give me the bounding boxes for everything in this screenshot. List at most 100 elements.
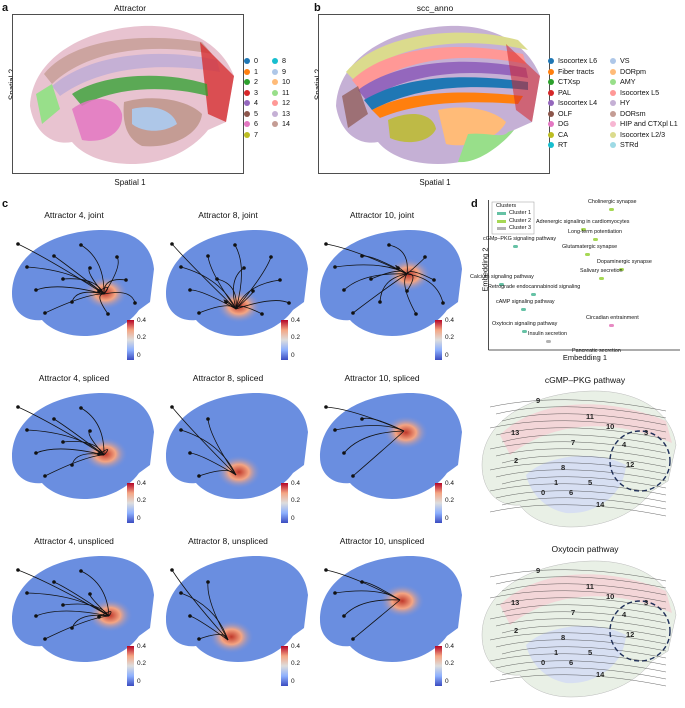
panel-c-label: c	[2, 198, 9, 210]
velocity-map	[12, 229, 154, 336]
legend-swatch	[272, 58, 278, 65]
legend-swatch	[272, 89, 278, 96]
pathway-streamline	[501, 583, 667, 596]
cluster-number-label: 1	[554, 478, 558, 487]
velocity-streamline	[352, 599, 401, 640]
streamline-arrowhead	[251, 289, 255, 293]
colorbar-tick: 0.4	[291, 480, 301, 487]
streamline-arrowhead	[342, 451, 346, 455]
cluster-number-label: 0	[541, 488, 545, 497]
colorbar-tick: 0.4	[291, 643, 301, 650]
legend-swatch	[548, 89, 554, 96]
legend-item: 10	[272, 77, 290, 88]
velocity-streamline	[53, 581, 110, 617]
streamline-arrowhead	[43, 474, 47, 478]
pathway-point	[581, 228, 587, 231]
cluster-number-label: 2	[514, 456, 518, 465]
pathway-streamline	[501, 455, 667, 468]
velocity-streamline	[352, 273, 408, 314]
colorbar-tick: 0.2	[137, 334, 147, 341]
velocity-streamline	[35, 448, 105, 456]
streamline-arrowhead	[242, 266, 246, 270]
colorbar-tick: 0	[291, 515, 295, 522]
legend-item: 13	[272, 109, 290, 120]
legend-swatch	[272, 121, 278, 128]
velocity-streamline	[207, 255, 237, 310]
streamline-arrowhead	[124, 278, 128, 282]
legend-item: 12	[272, 98, 290, 109]
cluster-number-label: 11	[586, 582, 594, 591]
pathway-streamline	[495, 597, 667, 610]
pathway-streamline	[495, 660, 667, 673]
panel-d-map1-title: cGMP–PKG pathway	[544, 375, 626, 385]
legend-label: 13	[282, 108, 290, 118]
colorbar-tick: 0	[291, 678, 295, 685]
legend-item: CA	[548, 130, 597, 141]
pathway-streamline	[489, 399, 667, 412]
legend-item: Isocortex L2/3	[610, 130, 678, 141]
cluster-number-label: 5	[588, 478, 592, 487]
legend-swatch	[610, 131, 616, 138]
colorbar-tick: 0.4	[137, 317, 147, 324]
legend-swatch	[244, 89, 250, 96]
pathway-streamline	[489, 441, 667, 454]
legend-swatch	[548, 131, 554, 138]
streamline-arrowhead	[188, 614, 192, 618]
streamline-arrowhead	[206, 254, 210, 258]
pathway-label: cAMP signaling pathway	[496, 299, 555, 305]
colorbar-tick: 0	[445, 678, 449, 685]
streamline-arrowhead	[188, 451, 192, 455]
legend-label: CA	[558, 129, 568, 139]
streamline-arrowhead	[97, 615, 101, 619]
cluster-number-label: 8	[561, 633, 565, 642]
streamline-arrowhead	[106, 312, 110, 316]
pathway-label: Dopaminergic synapse	[597, 259, 652, 265]
attractor-hotspot	[320, 392, 462, 499]
streamline-arrowhead	[79, 243, 83, 247]
legend-label: Fiber tracts	[558, 66, 594, 76]
attractor-hotspot	[166, 555, 308, 662]
velocity-streamline	[62, 278, 105, 295]
pathway-label: Retrograde endocannabinoid signaling	[488, 284, 581, 290]
highlight-ellipse	[609, 430, 671, 492]
legend-swatch	[610, 68, 616, 75]
cluster-number-label: 5	[588, 648, 592, 657]
cluster-number-label: 14	[596, 500, 605, 509]
cluster-swatch	[497, 219, 506, 223]
velocity-streamline	[17, 569, 110, 617]
legend-label: 14	[282, 119, 290, 128]
velocity-map	[12, 555, 154, 662]
cluster-number-label: 8	[561, 463, 565, 472]
legend-swatch	[610, 121, 616, 128]
pathway-label: cGMp–PKG signaling pathway	[483, 236, 557, 242]
velocity-streamline	[234, 244, 242, 310]
streamline-arrowhead	[333, 591, 337, 595]
pathway-point	[608, 208, 614, 211]
pathway-streamline	[489, 611, 667, 624]
legend-label: 3	[254, 87, 258, 97]
legend-swatch	[272, 100, 278, 107]
legend-label: 2	[254, 77, 258, 86]
cluster-number-label: 12	[626, 630, 634, 639]
pathway-streamline	[489, 504, 667, 517]
cluster-number-label: 2	[514, 626, 518, 635]
streamline-arrowhead	[115, 255, 119, 259]
cluster-number-label: 13	[511, 598, 519, 607]
panel-a-title: Attractor	[113, 3, 147, 13]
colorbar-tick: 0	[137, 352, 141, 359]
legend-item: VS	[610, 56, 678, 67]
streamline-arrowhead	[333, 265, 337, 269]
panel-a-label: a	[2, 2, 9, 14]
legend-item: 6	[244, 119, 258, 130]
streamline-arrowhead	[133, 301, 137, 305]
velocity-map	[320, 555, 462, 662]
colorbar	[127, 483, 134, 523]
pathway-streamline	[489, 462, 667, 475]
legend-item: 4	[244, 98, 258, 109]
pathway-streamline	[501, 497, 667, 510]
legend-label: 4	[254, 98, 258, 107]
cortex-region	[500, 404, 672, 455]
streamline-arrowhead	[97, 289, 101, 293]
